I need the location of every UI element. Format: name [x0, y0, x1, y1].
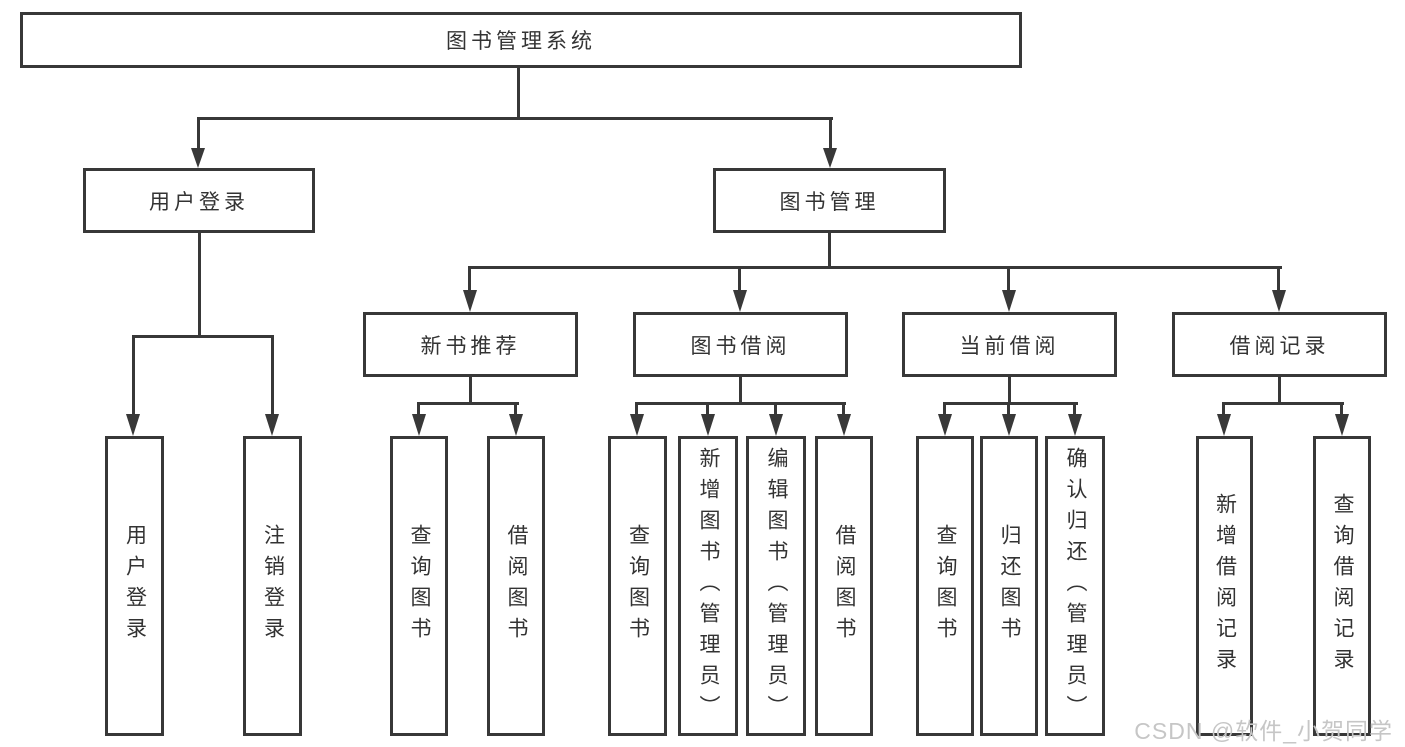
leaf-add-borrow-record-label: 新增借阅记录	[1213, 493, 1237, 679]
arrowhead-down-icon	[823, 148, 837, 168]
arrowhead-down-icon	[1002, 414, 1016, 436]
node-borrow-records: 借阅记录	[1172, 312, 1387, 377]
leaf-borrow-books-label: 借阅图书	[833, 524, 856, 648]
connector-line	[636, 402, 846, 405]
node-current-borrow: 当前借阅	[902, 312, 1117, 377]
connector-line	[132, 335, 274, 338]
leaf-add-books-admin-label: 新增图书（管理员）	[697, 446, 720, 726]
leaf-add-books-admin: 新增图书（管理员）	[678, 436, 738, 736]
arrowhead-down-icon	[938, 414, 952, 436]
leaf-return-books-label: 归还图书	[998, 524, 1021, 648]
connector-line	[706, 402, 709, 416]
watermark: CSDN @软件_小贺同学	[1134, 718, 1393, 744]
arrowhead-down-icon	[191, 148, 205, 168]
node-book-management: 图书管理	[713, 168, 946, 233]
node-current-borrow-label: 当前借阅	[959, 334, 1060, 358]
connector-line	[1223, 402, 1344, 405]
leaf-borrow-query-books: 查询图书	[608, 436, 667, 736]
connector-line	[198, 231, 201, 337]
connector-line	[1007, 402, 1010, 416]
connector-line	[739, 375, 742, 405]
connector-line	[842, 402, 845, 416]
leaf-borrow-books: 借阅图书	[815, 436, 873, 736]
leaf-confirm-return-admin-label: 确认归还（管理员）	[1064, 446, 1087, 726]
connector-line	[1008, 375, 1011, 405]
arrowhead-down-icon	[630, 414, 644, 436]
leaf-edit-books-admin-label: 编辑图书（管理员）	[765, 446, 788, 726]
leaf-return-books: 归还图书	[980, 436, 1038, 736]
node-book-management-label: 图书管理	[779, 190, 880, 214]
connector-line	[1073, 402, 1076, 416]
arrowhead-down-icon	[1335, 414, 1349, 436]
connector-line	[468, 266, 471, 293]
leaf-query-borrow-record-label: 查询借阅记录	[1331, 493, 1354, 679]
connector-line	[1007, 266, 1010, 293]
leaf-current-query-books: 查询图书	[916, 436, 974, 736]
connector-line	[829, 117, 832, 150]
arrowhead-down-icon	[1002, 290, 1016, 312]
arrowhead-down-icon	[463, 290, 477, 312]
connector-line	[271, 335, 274, 416]
leaf-logout-label: 注销登录	[261, 524, 285, 648]
connector-line	[635, 402, 638, 416]
arrowhead-down-icon	[265, 414, 279, 436]
connector-line	[197, 117, 833, 120]
leaf-recommend-borrow-books-label: 借阅图书	[505, 524, 528, 648]
connector-line	[418, 402, 519, 405]
connector-line	[1222, 402, 1225, 416]
leaf-query-borrow-record: 查询借阅记录	[1313, 436, 1371, 736]
leaf-borrow-query-books-label: 查询图书	[626, 524, 650, 648]
connector-line	[417, 402, 420, 416]
connector-line	[943, 402, 946, 416]
arrowhead-down-icon	[126, 414, 140, 436]
connector-line	[774, 402, 777, 416]
arrowhead-down-icon	[733, 290, 747, 312]
leaf-user-login: 用户登录	[105, 436, 164, 736]
leaf-confirm-return-admin: 确认归还（管理员）	[1045, 436, 1105, 736]
node-new-book-recommend: 新书推荐	[363, 312, 578, 377]
arrowhead-down-icon	[412, 414, 426, 436]
node-root: 图书管理系统	[20, 12, 1022, 68]
connector-line	[517, 66, 520, 120]
connector-line	[132, 335, 135, 416]
arrowhead-down-icon	[509, 414, 523, 436]
connector-line	[514, 402, 517, 416]
leaf-recommend-borrow-books: 借阅图书	[487, 436, 545, 736]
connector-line	[197, 117, 200, 150]
connector-line	[828, 231, 831, 269]
node-new-book-recommend-label: 新书推荐	[420, 334, 521, 358]
leaf-logout: 注销登录	[243, 436, 302, 736]
connector-line	[1277, 266, 1280, 293]
leaf-add-borrow-record: 新增借阅记录	[1196, 436, 1253, 736]
connector-line	[738, 266, 741, 293]
connector-line	[1340, 402, 1343, 416]
arrowhead-down-icon	[1217, 414, 1231, 436]
node-user-login: 用户登录	[83, 168, 315, 233]
connector-line	[944, 402, 1078, 405]
arrowhead-down-icon	[837, 414, 851, 436]
arrowhead-down-icon	[1272, 290, 1286, 312]
node-user-login-label: 用户登录	[149, 190, 249, 214]
leaf-current-query-books-label: 查询图书	[934, 524, 957, 648]
connector-line	[469, 266, 1282, 269]
leaf-edit-books-admin: 编辑图书（管理员）	[746, 436, 806, 736]
leaf-user-login-label: 用户登录	[123, 524, 147, 648]
arrowhead-down-icon	[769, 414, 783, 436]
node-borrow-records-label: 借阅记录	[1229, 334, 1330, 358]
node-root-label: 图书管理系统	[446, 30, 596, 53]
arrowhead-down-icon	[1068, 414, 1082, 436]
node-book-borrow-label: 图书借阅	[690, 334, 791, 358]
node-book-borrow: 图书借阅	[633, 312, 848, 377]
arrowhead-down-icon	[701, 414, 715, 436]
leaf-recommend-query-books-label: 查询图书	[408, 524, 431, 648]
connector-line	[469, 375, 472, 405]
leaf-recommend-query-books: 查询图书	[390, 436, 448, 736]
connector-line	[1278, 375, 1281, 405]
